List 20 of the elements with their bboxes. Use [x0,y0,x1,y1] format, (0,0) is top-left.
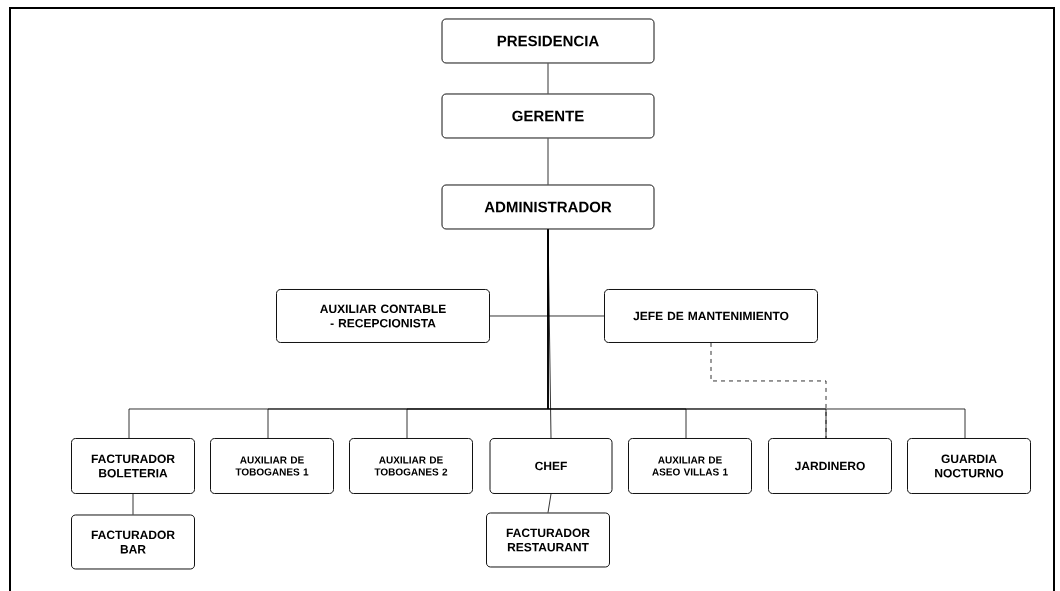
position-box: AUXILIAR DE TOBOGANES 2 [349,438,473,494]
position-box: JEFE DE MANTENIMIENTO [604,289,818,343]
connector-line [710,342,827,439]
position-box: AUXILIAR DE TOBOGANES 1 [210,438,334,494]
position-box: FACTURADOR BAR [71,514,195,570]
position-box: FACTURADOR RESTAURANT [486,512,610,568]
connector-line [547,229,966,439]
connector-line [132,493,134,515]
position-box: PRESIDENCIA [441,18,655,64]
connector-line [547,63,549,94]
position-box: GERENTE [441,93,655,139]
connector-line [547,138,549,185]
position-box: AUXILIAR DE ASEO VILLAS 1 [628,438,752,494]
position-box: CHEF [489,438,613,494]
position-box: JARDINERO [768,438,892,494]
position-box: GUARDIA NOCTURNO [907,438,1031,494]
position-box: ADMINISTRADOR [441,184,655,230]
position-box: AUXILIAR CONTABLE - RECEPCIONISTA [276,289,490,343]
position-box: FACTURADOR BOLETERIA [71,438,195,494]
connector-line [547,493,552,513]
